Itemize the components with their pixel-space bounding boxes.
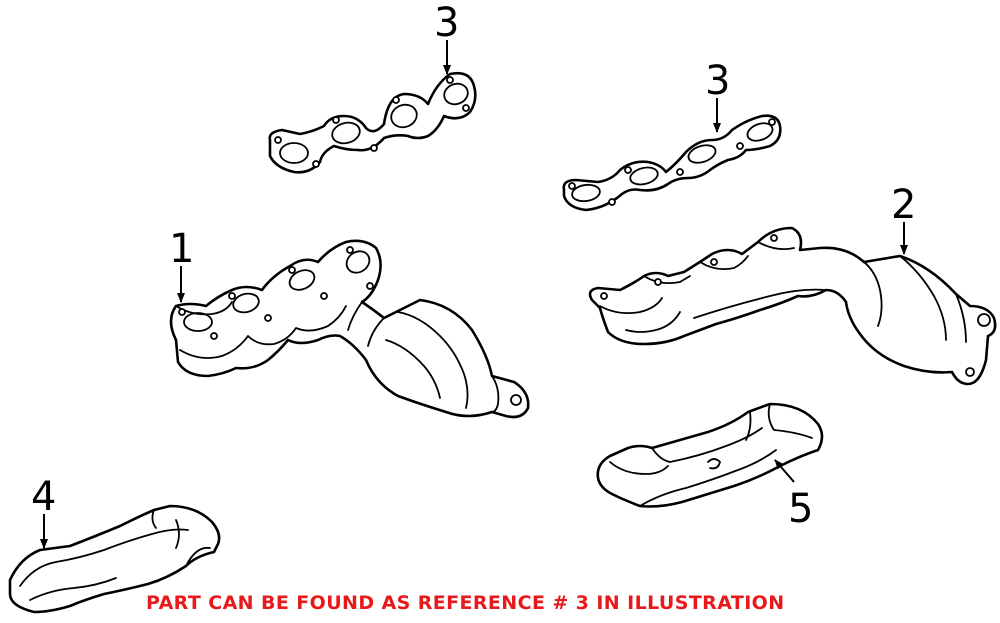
heat-shield-right: [596, 402, 824, 508]
leader-lines: [40, 40, 908, 549]
exhaust-gasket-right: [562, 114, 782, 212]
reference-note: PART CAN BE FOUND AS REFERENCE # 3 IN IL…: [146, 592, 785, 614]
callout-part4: 4: [31, 474, 56, 520]
callout-part1: 1: [169, 226, 194, 272]
exhaust-gasket-left: [268, 71, 477, 174]
callout-numbers: 1 2 3 3 4 5: [31, 0, 916, 532]
exhaust-manifold-right: [588, 226, 997, 386]
callout-part3a: 3: [434, 0, 459, 46]
callout-part5: 5: [788, 486, 813, 532]
heat-shield-left: [8, 504, 221, 614]
exhaust-manifold-left: [169, 239, 530, 419]
leader-part5: [774, 459, 795, 483]
callout-part3b: 3: [705, 58, 730, 104]
callout-part2: 2: [891, 182, 916, 228]
